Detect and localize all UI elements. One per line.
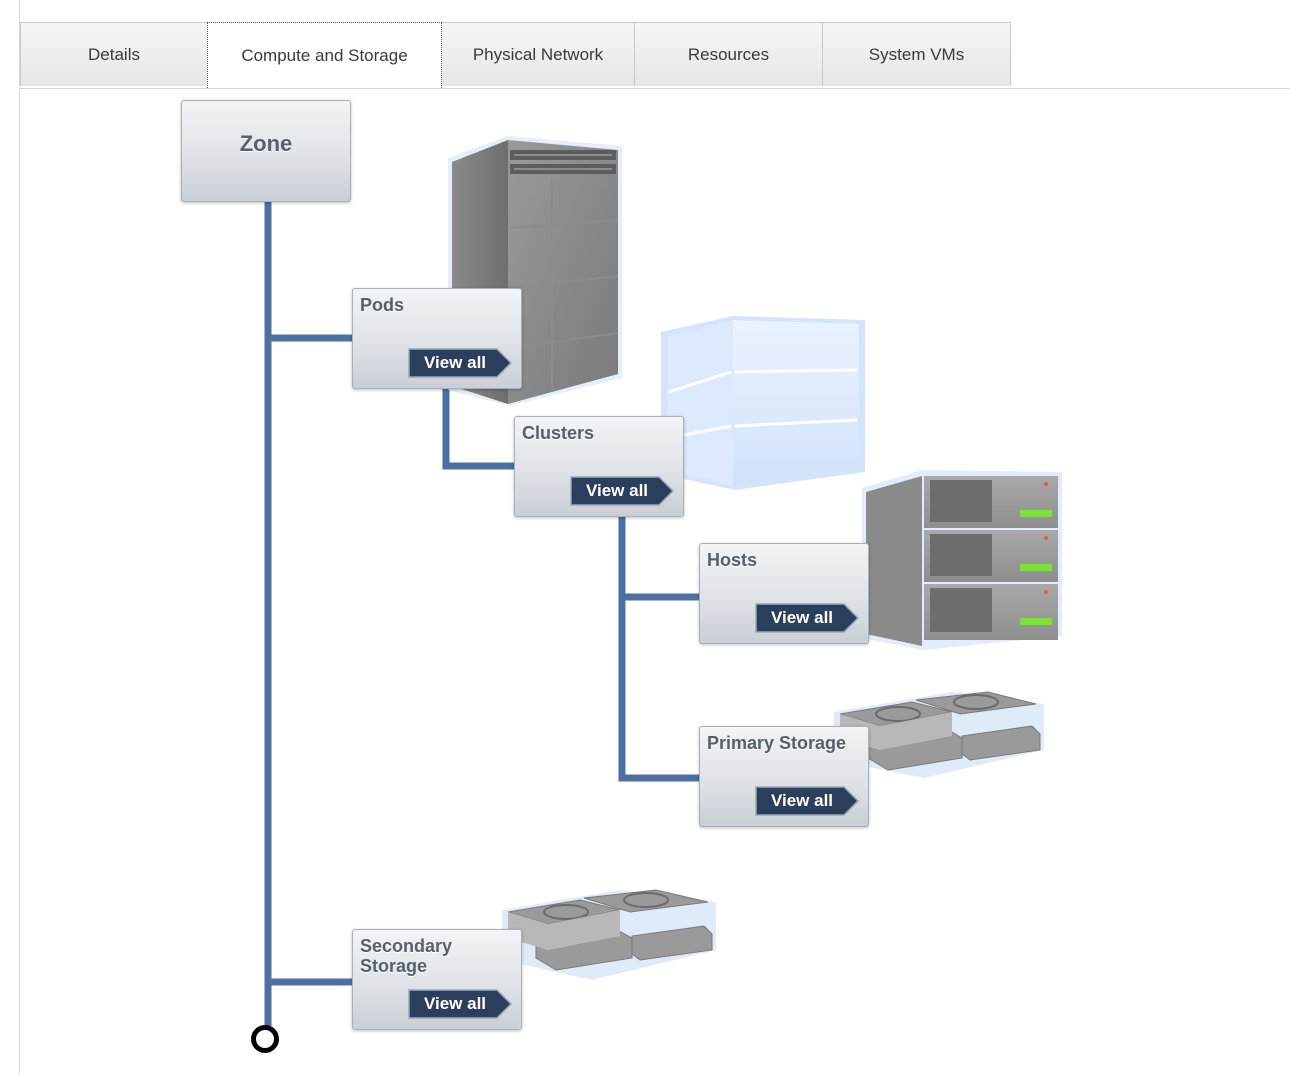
arrow-button-shape bbox=[570, 476, 675, 506]
pods-title: Pods bbox=[360, 295, 405, 315]
primary-storage-node: Primary Storage View all bbox=[699, 726, 869, 827]
left-border bbox=[19, 0, 20, 1075]
cluster-cube-icon bbox=[661, 316, 865, 490]
tab-bar: Details Compute and Storage Physical Net… bbox=[20, 22, 1290, 89]
clusters-view-all-label: View all bbox=[585, 481, 649, 500]
arrow-button-shape bbox=[755, 786, 860, 816]
primary-storage-disks-icon bbox=[834, 691, 1044, 778]
tab-physical-network[interactable]: Physical Network bbox=[441, 22, 635, 86]
tab-resources[interactable]: Resources bbox=[634, 22, 823, 86]
hosts-node: Hosts View all bbox=[699, 543, 869, 644]
clusters-title: Clusters bbox=[522, 423, 595, 443]
pods-view-all-button[interactable]: View all bbox=[407, 347, 513, 379]
secondary-storage-title-line1: Secondary bbox=[360, 936, 453, 956]
primary-storage-title: Primary Storage bbox=[707, 733, 847, 753]
hosts-title: Hosts bbox=[707, 550, 758, 570]
arrow-button-shape bbox=[755, 603, 860, 633]
arrow-button-shape bbox=[408, 989, 513, 1019]
primary-storage-view-all-label: View all bbox=[770, 791, 834, 810]
host-server-icon bbox=[862, 470, 1062, 650]
tab-details[interactable]: Details bbox=[20, 22, 208, 86]
clusters-node: Clusters View all bbox=[514, 416, 684, 517]
hosts-view-all-label: View all bbox=[770, 608, 834, 627]
secondary-storage-title: Secondary Storage bbox=[360, 936, 452, 976]
clusters-view-all-button[interactable]: View all bbox=[569, 475, 675, 507]
zone-title: Zone bbox=[239, 131, 293, 156]
primary-storage-view-all-button[interactable]: View all bbox=[754, 785, 860, 817]
pods-node: Pods View all bbox=[352, 288, 522, 389]
secondary-storage-view-all-label: View all bbox=[423, 994, 487, 1013]
pods-view-all-label: View all bbox=[423, 353, 487, 372]
zone-node: Zone bbox=[181, 100, 351, 202]
hosts-view-all-button[interactable]: View all bbox=[754, 602, 860, 634]
secondary-storage-view-all-button[interactable]: View all bbox=[407, 988, 513, 1020]
arrow-button-shape bbox=[408, 348, 513, 378]
secondary-storage-disks-icon bbox=[502, 889, 716, 980]
tab-system-vms[interactable]: System VMs bbox=[822, 22, 1011, 86]
trunk-end-circle bbox=[251, 1025, 279, 1053]
secondary-storage-node: Secondary Storage View all bbox=[352, 929, 522, 1030]
secondary-storage-title-line2: Storage bbox=[360, 956, 428, 976]
tab-compute-and-storage[interactable]: Compute and Storage bbox=[207, 22, 442, 88]
